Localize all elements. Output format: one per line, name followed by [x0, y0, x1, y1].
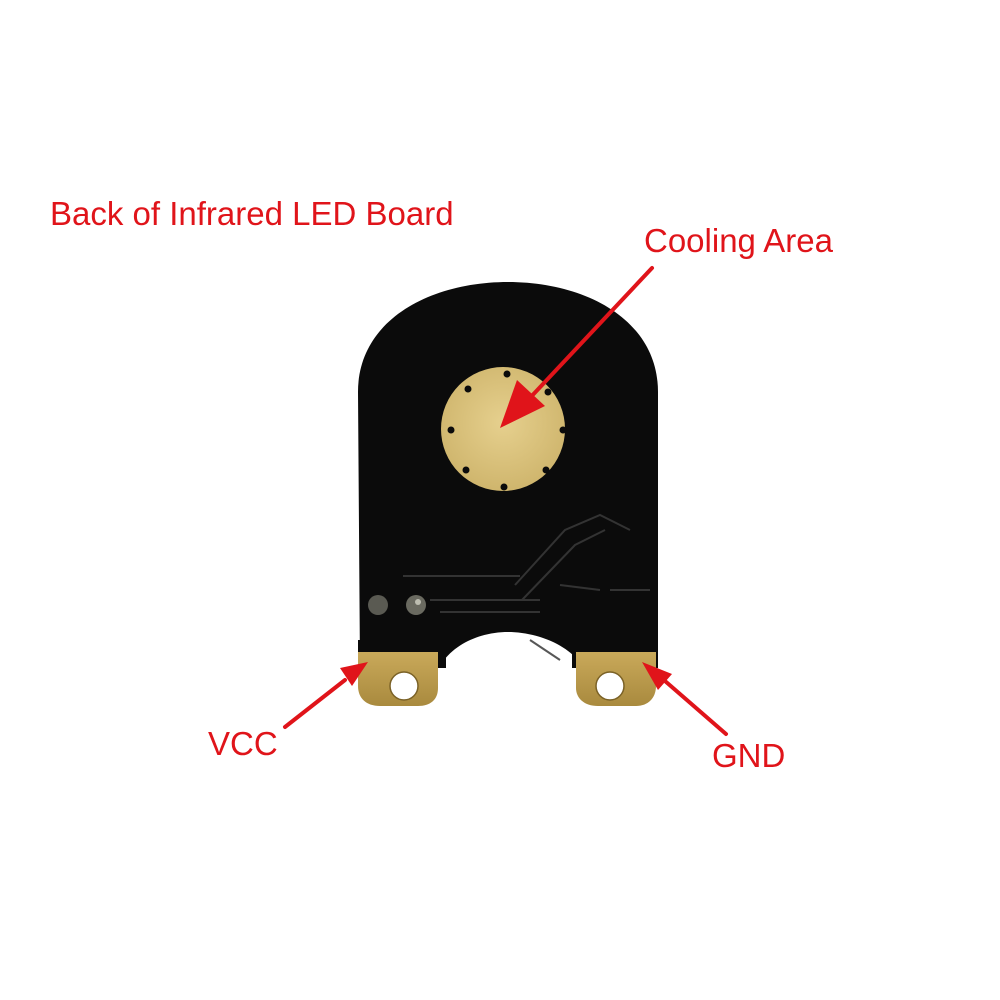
vcc-arrow: [283, 662, 368, 729]
gnd-arrow: [642, 662, 728, 736]
vcc-label: VCC: [208, 725, 278, 762]
via-pad-2: [406, 595, 426, 615]
gnd-label: GND: [712, 737, 786, 774]
pcb-traces: [403, 513, 650, 661]
cooling-area-label: Cooling Area: [644, 222, 833, 259]
gnd-terminal: [576, 652, 656, 706]
via-pad-1: [368, 595, 388, 615]
vcc-terminal: [358, 652, 438, 706]
cooling-area-arrow: [500, 266, 654, 428]
diagram-title: Back of Infrared LED Board: [50, 195, 454, 232]
